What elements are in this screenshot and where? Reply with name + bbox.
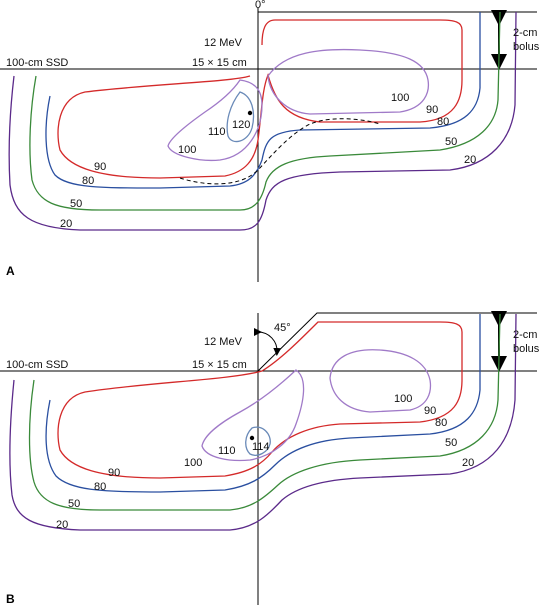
iso-label-114-b: 114 [252, 441, 270, 453]
iso-label-50-a: 50 [70, 198, 82, 210]
iso-label-r50-a: 50 [445, 136, 457, 148]
iso-label-100-left-a: 100 [178, 144, 196, 156]
bolus-label-top-b: 2-cm [513, 329, 537, 341]
max-dose-point-b [249, 435, 255, 441]
energy-label-b: 12 MeV [204, 336, 243, 348]
iso-label-50-b: 50 [68, 498, 80, 510]
isodose-50-a [29, 11, 501, 211]
iso-label-r80-a: 80 [437, 116, 449, 128]
iso-label-80-a: 80 [82, 175, 94, 187]
iso-label-120-a: 120 [232, 119, 250, 131]
isodose-110-a [226, 91, 255, 143]
panel-a: A 0° 12 MeV 15 × 15 cm 100-cm SSD 2-cm b… [0, 0, 540, 282]
isodose-110-b [245, 426, 271, 456]
iso-label-100-right-a: 100 [391, 92, 409, 104]
isodose-20-a [8, 11, 517, 231]
iso-label-100-left-b: 100 [184, 457, 202, 469]
iso-label-20-b: 20 [56, 519, 68, 531]
panel-letter-a: A [6, 264, 15, 278]
iso-label-r80-b: 80 [435, 417, 447, 429]
iso-label-80-b: 80 [94, 481, 106, 493]
ssd-label-a: 100-cm SSD [6, 57, 68, 69]
iso-label-r50-b: 50 [445, 437, 457, 449]
max-dose-point-a [247, 110, 253, 116]
isodose-100-b-left [201, 369, 305, 462]
energy-label-a: 12 MeV [204, 37, 243, 49]
isodose-50-b [28, 313, 501, 511]
isodose-80-a [45, 12, 481, 189]
iso-label-r90-a: 90 [426, 104, 438, 116]
angle-arc-b [253, 328, 282, 356]
isodose-20-b [9, 313, 517, 531]
isodose-90-b [57, 321, 463, 479]
gantry-angle-b: 45° [274, 322, 291, 334]
field-size-label-a: 15 × 15 cm [192, 57, 247, 69]
iso-label-20-a: 20 [60, 218, 72, 230]
iso-label-r20-b: 20 [462, 457, 474, 469]
iso-label-100-right-b: 100 [394, 393, 412, 405]
field-size-label-b: 15 × 15 cm [192, 359, 247, 371]
isodose-100-a-right [267, 48, 430, 115]
bolus-label-top-a: 2-cm [513, 27, 537, 39]
iso-label-90-b: 90 [108, 467, 120, 479]
isodose-100-b-right [329, 349, 432, 413]
iso-label-r90-b: 90 [424, 405, 436, 417]
isodose-100-a-left [167, 79, 263, 162]
iso-label-110-a: 110 [208, 126, 226, 138]
dashed-curve-a [179, 118, 381, 185]
iso-label-r20-a: 20 [464, 154, 476, 166]
iso-label-110-b: 110 [218, 445, 236, 457]
panel-b: B 45° 12 MeV 15 × 15 cm 100-cm SSD 2-cm … [0, 311, 540, 606]
bolus-label-bottom-a: bolus [513, 41, 540, 53]
panel-letter-b: B [6, 592, 15, 606]
ssd-label-b: 100-cm SSD [6, 359, 68, 371]
bolus-label-bottom-b: bolus [513, 343, 540, 355]
isodose-80-b [45, 314, 481, 493]
iso-label-90-a: 90 [94, 161, 106, 173]
gantry-angle-a: 0° [255, 0, 266, 11]
